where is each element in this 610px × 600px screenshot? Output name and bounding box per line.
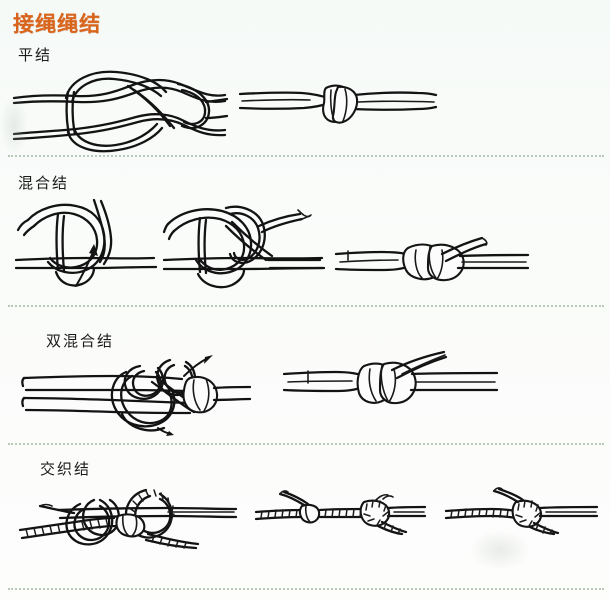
divider-1 — [8, 155, 604, 158]
figure-sheet-bend-step1 — [14, 198, 174, 290]
figure-sheet-bend-step2 — [162, 198, 339, 290]
page-title: 接绳绳结 — [13, 12, 101, 36]
section-label-sheet-bend: 混合结 — [18, 174, 70, 192]
figure-double-sheet-bend-tight — [282, 350, 499, 418]
section-label-weaver-knot: 交织结 — [40, 460, 92, 478]
section-label-double-sheet-bend: 双混合结 — [46, 332, 115, 350]
figure-square-knot-loose — [10, 62, 230, 153]
figure-double-sheet-bend-step1 — [21, 352, 252, 436]
figure-weaver-knot-tight — [444, 486, 599, 536]
divider-4 — [8, 588, 604, 591]
figure-weaver-knot-step1 — [18, 482, 238, 550]
section-label-square-knot: 平结 — [18, 46, 53, 64]
figure-square-knot-tight — [238, 78, 438, 134]
paper-smudge — [470, 530, 530, 570]
divider-3 — [8, 443, 604, 446]
figure-sheet-bend-tight — [334, 232, 531, 290]
divider-2 — [8, 305, 604, 308]
figure-weaver-knot-step2 — [254, 486, 427, 536]
